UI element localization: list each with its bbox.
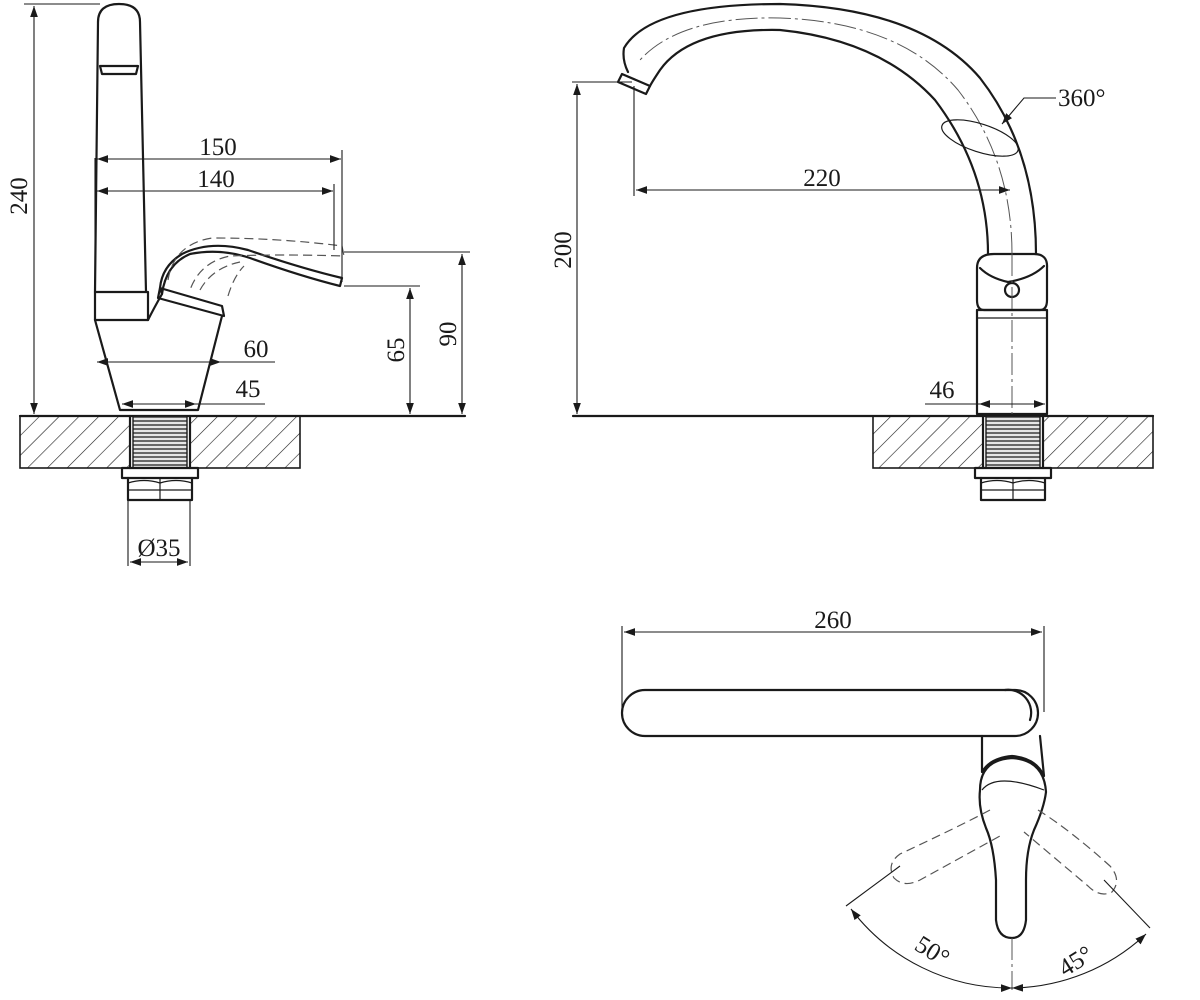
body-top xyxy=(980,734,1046,778)
dim-label-240: 240 xyxy=(6,177,33,215)
dim-label-46: 46 xyxy=(930,377,955,404)
cartridge-ring-side xyxy=(156,286,226,318)
dim-label-200: 200 xyxy=(550,231,577,269)
countertop-right-section xyxy=(1042,415,1154,469)
aerator-front xyxy=(616,72,652,96)
dim-label-60: 60 xyxy=(244,336,269,363)
countertop-left-section xyxy=(872,415,984,469)
dim-label-360: 360° xyxy=(1058,85,1106,112)
countertop-right-section xyxy=(189,415,301,469)
aerator-side xyxy=(98,64,140,76)
dim-label-220: 220 xyxy=(803,165,841,192)
threaded-shank xyxy=(985,415,1041,469)
countertop-left-section xyxy=(19,415,131,469)
spout-top xyxy=(620,688,1040,738)
lever-right-position xyxy=(1023,809,1118,895)
spout-centerline xyxy=(639,17,1013,255)
spout-arc-inner xyxy=(648,28,990,256)
dim-label-140: 140 xyxy=(197,166,235,193)
angle-label-50: 50° xyxy=(910,931,954,972)
spout-column-side xyxy=(96,2,148,294)
mounting-washer xyxy=(973,466,1053,480)
mounting-washer xyxy=(120,466,200,480)
lever-left-position xyxy=(890,809,1001,885)
dim-label-260: 260 xyxy=(814,607,852,634)
dim-label-diameter-35: Ø35 xyxy=(137,535,180,562)
body-side xyxy=(93,314,224,412)
top-view: 260 50° 45° xyxy=(620,607,1151,992)
angle-arc-45 xyxy=(1011,933,1147,992)
front-view: 200 220 46 360° xyxy=(550,2,1155,502)
threaded-shank xyxy=(132,415,188,469)
lever-raised-position xyxy=(167,237,345,291)
side-view: 240 150 140 60 45 Ø35 65 90 xyxy=(6,2,470,566)
spout-arc-outer xyxy=(622,2,1038,256)
lever-side xyxy=(158,244,344,296)
dim-label-90: 90 xyxy=(435,322,462,347)
angle-arc-50 xyxy=(850,908,1013,992)
dim-label-150: 150 xyxy=(199,134,237,161)
lever-top xyxy=(978,756,1048,940)
dim-label-65: 65 xyxy=(383,338,410,363)
angle-label-45: 45° xyxy=(1054,941,1098,982)
swivel-indicator xyxy=(941,119,1019,157)
dim-label-45: 45 xyxy=(236,376,261,403)
swivel-leader-line xyxy=(1001,97,1056,125)
